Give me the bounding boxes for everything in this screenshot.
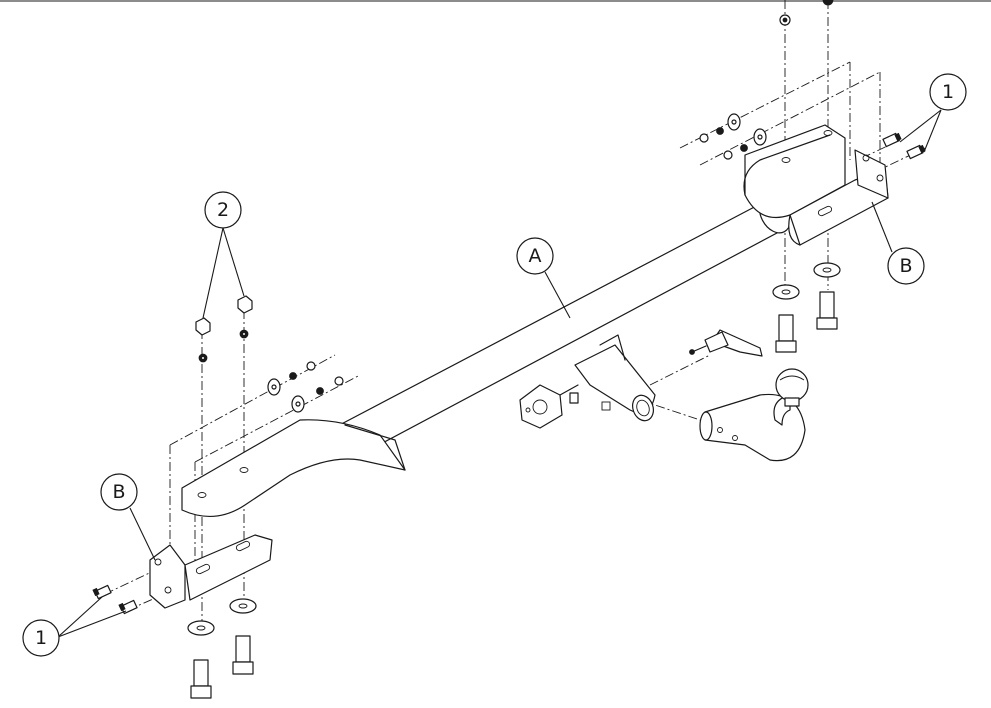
left-hardware: [92, 295, 344, 699]
callout-label: 2: [217, 199, 229, 221]
locking-handle: [689, 329, 763, 357]
leader-lines: [57, 109, 942, 638]
callout-1-bottom-left: 1: [22, 619, 60, 657]
callout-b-left: B: [100, 473, 138, 511]
hitch-socket: [519, 334, 656, 429]
left-bracket: [149, 419, 406, 609]
callout-label: B: [899, 255, 912, 277]
callout-2-left: 2: [204, 191, 242, 229]
callout-label: 1: [942, 81, 954, 103]
callout-a-crossbar: A: [516, 237, 554, 275]
callout-1-top-right: 1: [929, 73, 967, 111]
callout-label: B: [112, 481, 125, 503]
tow-ball: [699, 368, 809, 462]
right-bracket: [743, 124, 889, 246]
right-hardware: [699, 0, 926, 353]
assembly-lines: [104, 0, 926, 630]
callout-b-right: B: [887, 247, 925, 285]
callout-label: 1: [35, 627, 47, 649]
callout-label: A: [529, 245, 542, 267]
